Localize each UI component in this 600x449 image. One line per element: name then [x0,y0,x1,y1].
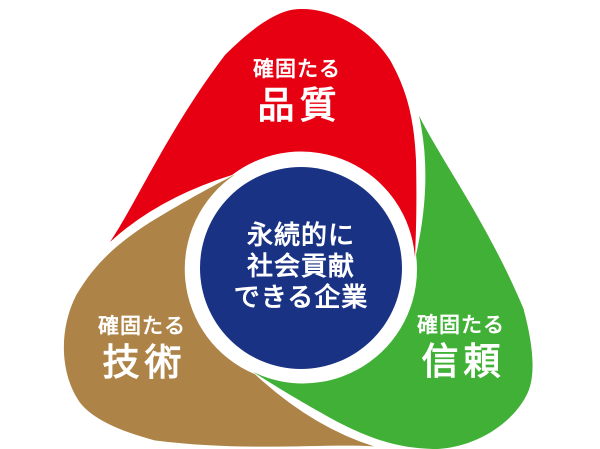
center-circle [200,167,402,369]
